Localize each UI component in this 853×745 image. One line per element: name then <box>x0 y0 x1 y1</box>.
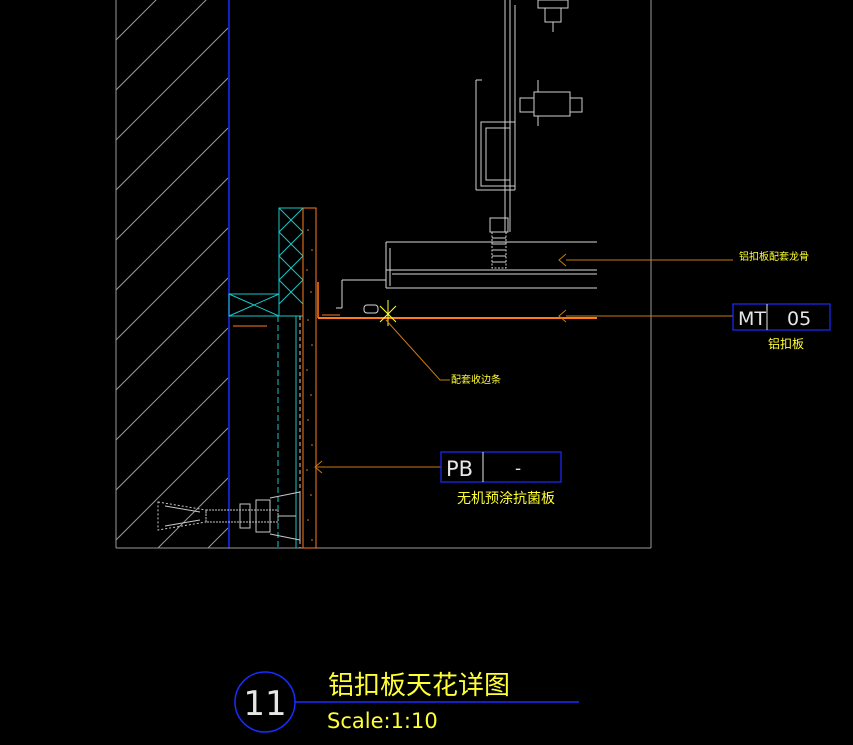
tag-mt: MT 05 铝扣板 <box>732 303 831 351</box>
leader-lines <box>314 253 733 474</box>
ceiling-keel <box>336 241 597 309</box>
trim-label: 配套收边条 <box>451 373 501 386</box>
hanger-rod-assembly <box>475 0 583 269</box>
keel-label: 铝扣板配套龙骨 <box>739 250 809 263</box>
tag-pb: PB - 无机预涂抗菌板 <box>440 451 562 507</box>
tag-mt-label: 铝扣板 <box>768 336 804 351</box>
concrete-wall-hatch <box>116 0 228 548</box>
expansion-anchor-bolt <box>157 491 301 541</box>
aluminum-panel-and-trim <box>317 282 597 326</box>
board-stipple-pattern <box>306 229 313 541</box>
title-text: 铝扣板天花详图 <box>328 671 510 701</box>
title-block: 11 铝扣板天花详图 Scale:1:10 <box>234 671 579 733</box>
title-number: 11 <box>243 684 286 724</box>
tag-pb-label: 无机预涂抗菌板 <box>457 491 555 507</box>
tag-mt-code: MT <box>738 308 766 330</box>
tag-pb-num: - <box>515 459 521 479</box>
tag-pb-code: PB <box>446 457 473 481</box>
title-scale: Scale:1:10 <box>327 709 438 733</box>
wall-panel-frame <box>228 207 317 549</box>
tag-mt-num: 05 <box>787 308 811 330</box>
